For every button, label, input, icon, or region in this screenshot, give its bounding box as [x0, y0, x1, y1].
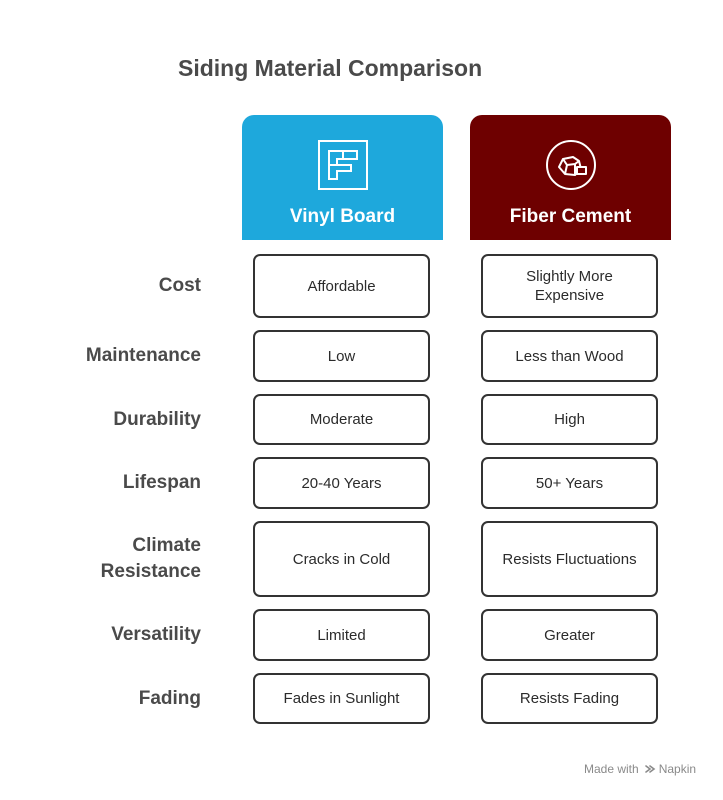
cell-fading-vinyl: Fades in Sunlight: [253, 673, 430, 724]
napkin-brand: Napkin: [644, 762, 696, 776]
cell-climate-fiber: Resists Fluctuations: [481, 521, 658, 597]
cell-durability-fiber: High: [481, 394, 658, 445]
column-header-fiber-cement: Fiber Cement: [470, 115, 671, 240]
row-label-maintenance: Maintenance: [85, 345, 201, 366]
row-label-cost: Cost: [158, 275, 201, 296]
cell-versatility-fiber: Greater: [481, 609, 658, 661]
cell-versatility-vinyl: Limited: [253, 609, 430, 661]
column-label: Fiber Cement: [509, 206, 632, 227]
cell-cost-vinyl: Affordable: [253, 254, 430, 318]
vinyl-panel-icon: [316, 138, 370, 192]
row-label-durability: Durability: [113, 408, 201, 430]
column-label: Vinyl Board: [289, 206, 396, 227]
page-title: Siding Material Comparison: [178, 55, 483, 81]
row-label-climate-resistance: Climate Resistance: [100, 535, 201, 582]
cell-climate-vinyl: Cracks in Cold: [253, 521, 430, 597]
cell-maintenance-vinyl: Low: [253, 330, 430, 382]
cell-cost-fiber: Slightly More Expensive: [481, 254, 658, 318]
cell-maintenance-fiber: Less than Wood: [481, 330, 658, 382]
napkin-logo-icon: [644, 765, 656, 773]
row-label-fading: Fading: [138, 687, 201, 709]
brand-name: Napkin: [658, 762, 697, 776]
row-label-versatility: Versatility: [111, 624, 201, 645]
cement-blocks-icon: [544, 138, 598, 192]
column-header-vinyl-board: Vinyl Board: [242, 115, 443, 240]
cell-lifespan-vinyl: 20-40 Years: [253, 457, 430, 509]
cell-lifespan-fiber: 50+ Years: [481, 457, 658, 509]
row-label-lifespan: Lifespan: [122, 472, 201, 493]
made-with-text: Made with: [584, 762, 639, 776]
cell-durability-vinyl: Moderate: [253, 394, 430, 445]
made-with-footer: Made with Napkin: [584, 762, 696, 776]
cell-fading-fiber: Resists Fading: [481, 673, 658, 724]
